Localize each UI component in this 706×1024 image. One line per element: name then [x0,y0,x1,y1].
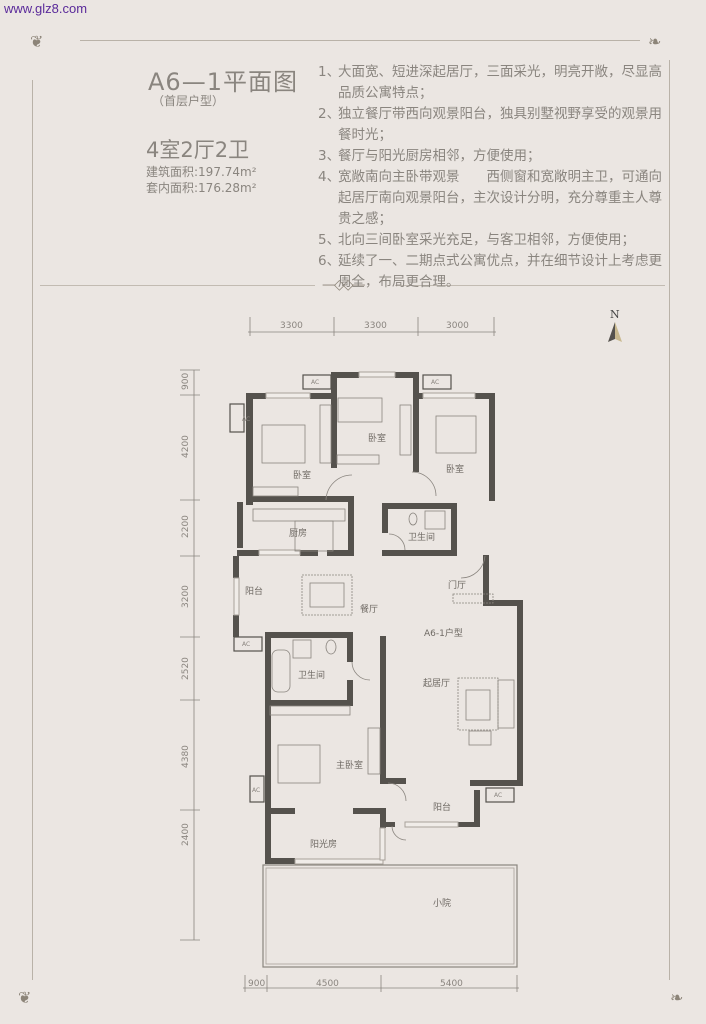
svg-text:A6-1户型: A6-1户型 [424,627,463,639]
divider-line [40,285,315,286]
yard-outline [262,864,518,968]
svg-text:阳台: 阳台 [245,585,263,597]
svg-text:餐厅: 餐厅 [360,603,378,615]
feature-item: 4、宽敞南向主卧带观景 西侧窗和宽敞明主卫，可通向起居厅南向观景阳台，主次设计分… [318,169,662,227]
svg-text:N: N [610,308,620,321]
corner-ornament-icon: ❧ [670,988,684,1007]
feature-item: 5、北向三间卧室采光充足，与客卫相邻，方便使用； [318,232,635,248]
svg-text:厨房: 厨房 [289,527,307,539]
feature-item: 2、独立餐厅带西向观景阳台，独具别墅视野享受的观景用餐时光； [318,106,662,143]
svg-text:4500: 4500 [316,979,339,989]
svg-text:起居厅: 起居厅 [423,678,450,689]
svg-text:2400: 2400 [181,823,191,846]
svg-text:AC: AC [431,379,439,386]
svg-text:3300: 3300 [364,321,387,331]
divider-ornament-icon: —◇◇— [322,277,366,293]
svg-text:5400: 5400 [440,979,463,989]
svg-text:900: 900 [181,373,191,390]
svg-text:3200: 3200 [181,585,191,608]
furniture [252,397,515,784]
interior-area: 套内面积:176.28m² [146,181,257,195]
north-arrow-icon: N [608,308,622,342]
svg-text:AC: AC [242,641,250,648]
plan-title: A6—1平面图 [148,68,298,96]
svg-text:门厅: 门厅 [448,579,466,591]
watermark[interactable]: www.glz8.com [4,1,88,16]
room-layout: 4室2厅2卫 [146,138,250,162]
frame-top-line [80,40,640,41]
feature-item: 1、大面宽、短进深起居厅，三面采光，明亮开敞，尽显高品质公寓特点； [318,64,662,101]
frame-right-line [669,60,670,980]
north-compass: N [604,308,628,352]
svg-text:2520: 2520 [181,657,191,680]
svg-text:900: 900 [248,979,265,989]
dimension-labels: 3300 3300 3000 900 4500 5400 900 4200 22… [181,321,469,989]
svg-text:3300: 3300 [280,321,303,331]
feature-item: 3、餐厅与阳光厨房相邻，方便使用； [318,148,541,164]
corner-ornament-icon: ❧ [648,32,662,51]
svg-text:AC: AC [311,379,319,386]
svg-text:小院: 小院 [433,897,451,909]
svg-text:阳台: 阳台 [433,801,451,813]
building-area: 建筑面积:197.74m² [146,165,257,179]
feature-list: 1、大面宽、短进深起居厅，三面采光，明亮开敞，尽显高品质公寓特点； 2、独立餐厅… [318,62,668,293]
frame-left-line [32,80,33,980]
corner-ornament-icon: ❦ [18,988,32,1007]
windows [233,371,476,865]
svg-text:卧室: 卧室 [368,432,386,444]
ac-units [229,374,515,803]
svg-text:卧室: 卧室 [446,463,464,475]
svg-text:3000: 3000 [446,321,469,331]
room-labels: 卧室 卧室 卧室 厨房 卫生间 门厅 阳台 餐厅 A6-1户型 卫生间 起居厅 … [245,432,466,909]
svg-text:阳光房: 阳光房 [310,838,337,850]
corner-ornament-icon: ❦ [30,32,44,51]
plan-subtitle: （首层户型） [152,94,225,108]
svg-text:卫生间: 卫生间 [408,531,435,543]
svg-text:AC: AC [242,416,250,423]
feature-item: 6、延续了一、二期点式公寓优点，并在细节设计上考虑更周全，布局更合理。 [318,253,662,290]
svg-text:2200: 2200 [181,515,191,538]
doors [325,471,486,841]
svg-text:AC: AC [252,787,260,794]
dimension-lines [180,317,519,992]
walls [233,372,523,864]
svg-text:卫生间: 卫生间 [298,669,325,681]
svg-text:4200: 4200 [181,435,191,458]
svg-text:卧室: 卧室 [293,469,311,481]
svg-text:4380: 4380 [181,745,191,768]
svg-text:主卧室: 主卧室 [336,759,363,771]
svg-text:AC: AC [494,792,502,799]
divider-line [395,285,665,286]
